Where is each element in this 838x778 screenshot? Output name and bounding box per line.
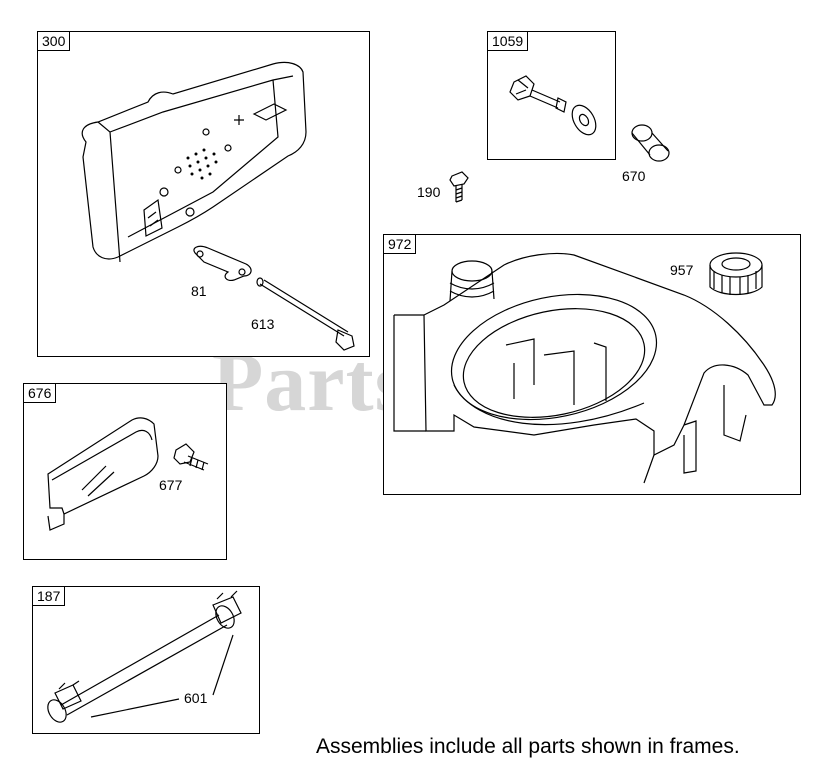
fuel-line-clamp-upper bbox=[212, 596, 242, 624]
filler-neck bbox=[451, 260, 493, 282]
callout-957: 957 bbox=[670, 262, 694, 278]
deflector-screw bbox=[173, 443, 195, 465]
fuel-line-drawing bbox=[47, 590, 242, 723]
muffler-vent-dots bbox=[186, 148, 218, 180]
deflector-drawing bbox=[47, 417, 209, 531]
frame-tag-187: 187 bbox=[32, 586, 66, 606]
frame-tag-1059: 1059 bbox=[487, 31, 529, 51]
frame-fuel-tank: 972 957 bbox=[383, 234, 801, 495]
callout-81: 81 bbox=[191, 283, 207, 299]
fuel-line-hose bbox=[60, 614, 228, 716]
fuel-tank-drawing bbox=[393, 252, 776, 484]
frame-tag-676: 676 bbox=[23, 383, 57, 403]
frame-muffler: 300 bbox=[37, 31, 370, 357]
muffler-body bbox=[81, 61, 307, 260]
callout-677: 677 bbox=[159, 477, 183, 493]
kit-washer bbox=[571, 104, 597, 136]
callout-670: 670 bbox=[622, 168, 646, 184]
callout-601: 601 bbox=[184, 690, 208, 706]
muffler-bolt bbox=[259, 279, 349, 337]
kit-screw-shank bbox=[529, 89, 561, 109]
assemblies-footnote: Assemblies include all parts shown in fr… bbox=[316, 735, 740, 758]
screw-190-drawing bbox=[449, 171, 469, 203]
fuel-cap bbox=[709, 252, 763, 296]
frame-tag-300: 300 bbox=[37, 31, 71, 51]
deflector-plate bbox=[47, 417, 159, 515]
kit-screw-head bbox=[509, 75, 535, 101]
spacer-drawing bbox=[631, 124, 670, 162]
clamp-leader-lines bbox=[90, 634, 234, 718]
frame-deflector: 676 677 bbox=[23, 383, 227, 560]
callout-190: 190 bbox=[417, 184, 441, 200]
fuel-line-clamp-lower bbox=[54, 684, 82, 710]
fuel-tank-ring bbox=[450, 293, 658, 421]
callout-613: 613 bbox=[251, 316, 275, 332]
frame-tag-972: 972 bbox=[383, 234, 417, 254]
muffler-drawing bbox=[81, 61, 355, 351]
fuel-tank-body bbox=[423, 252, 776, 456]
muffler-gasket bbox=[193, 245, 252, 281]
frame-fuel-line: 187 601 bbox=[32, 586, 260, 734]
frame-screw-kit: 1059 bbox=[487, 31, 616, 160]
screw-kit-drawing bbox=[509, 75, 597, 136]
